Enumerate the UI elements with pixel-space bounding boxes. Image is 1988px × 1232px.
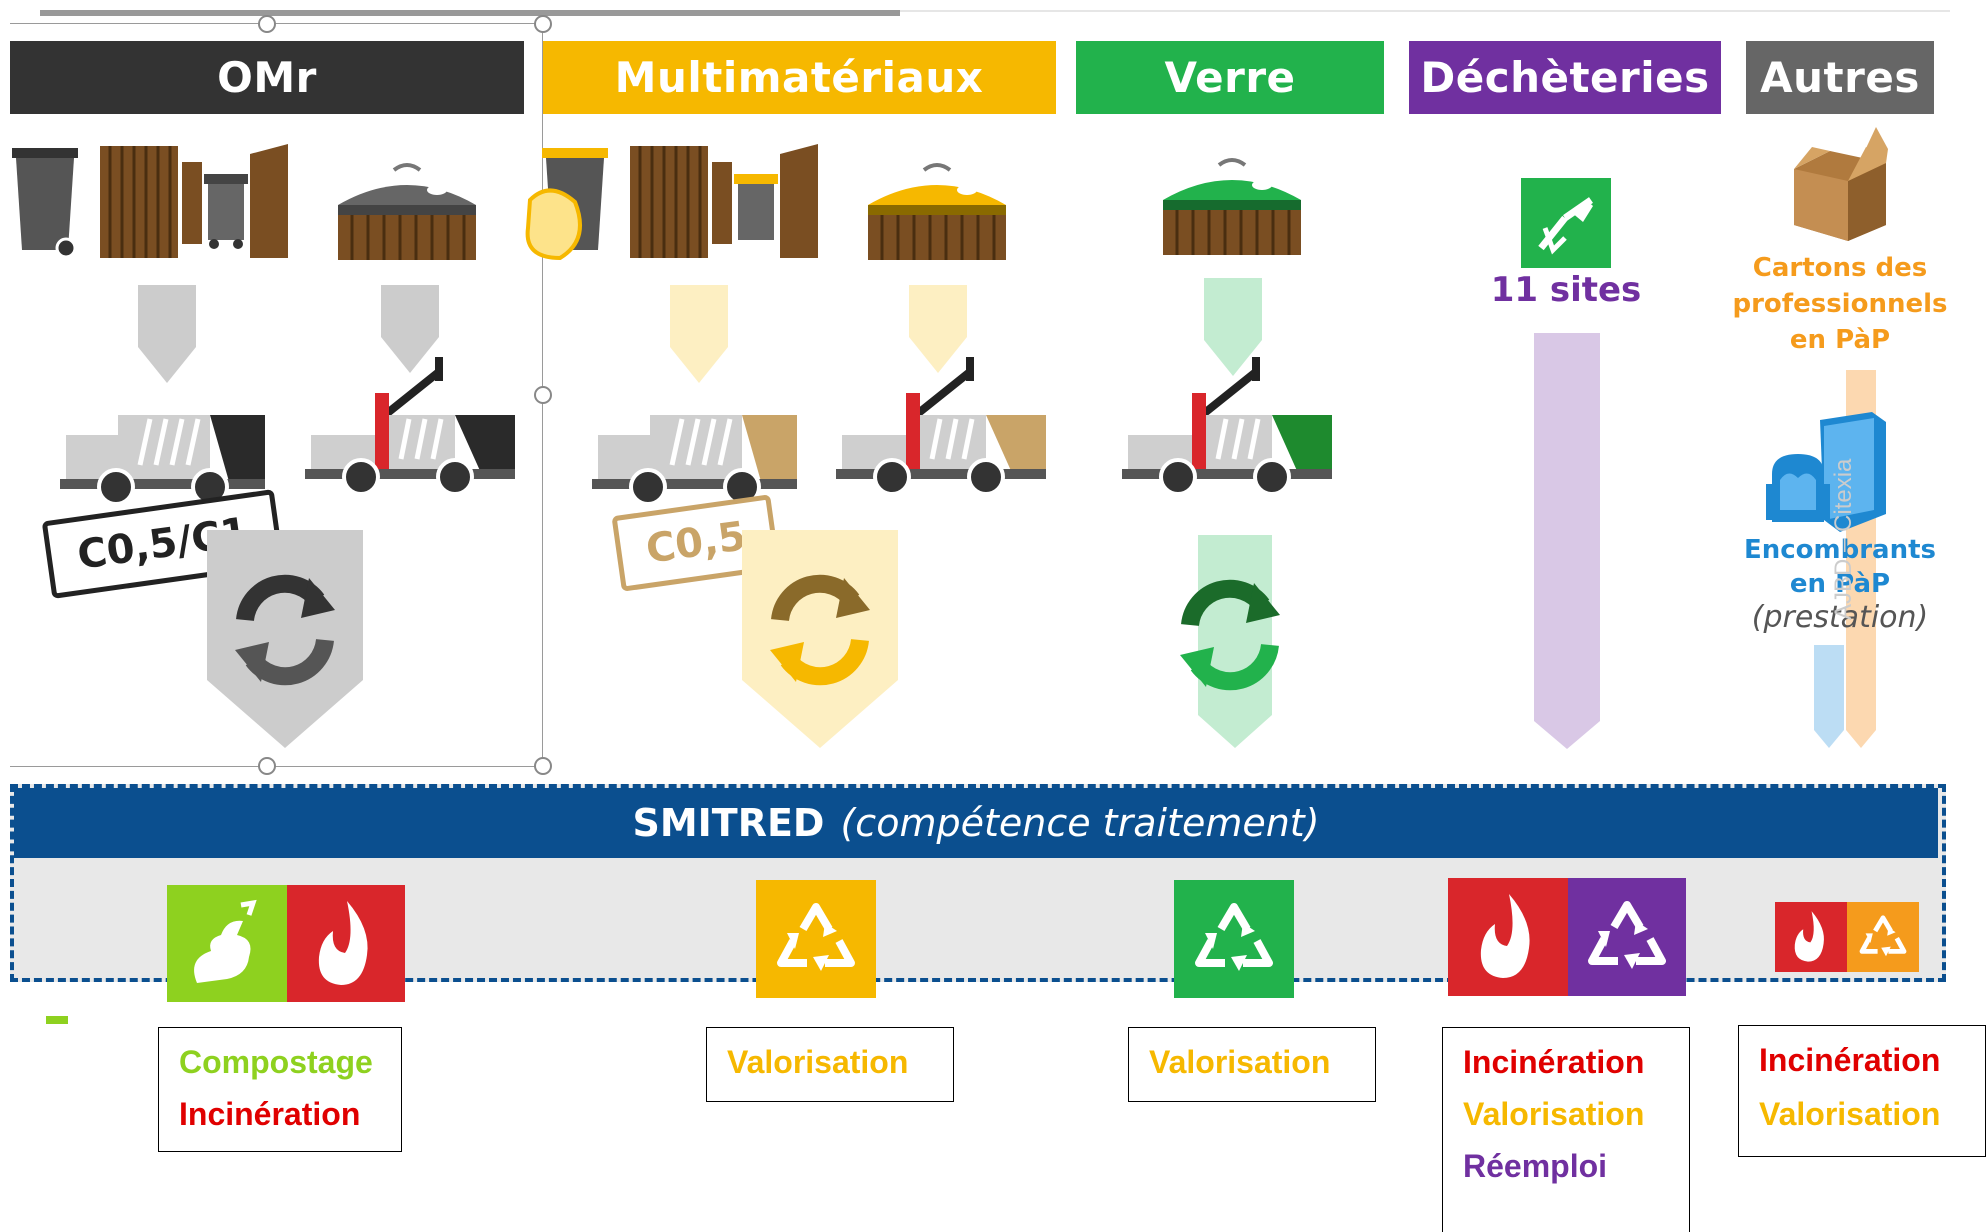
smitred-subtitle: (compétence traitement) <box>840 801 1320 845</box>
header-autres: Autres <box>1746 41 1934 114</box>
encombrants-line1: Encombrants <box>1743 535 1937 565</box>
outcome-incineration: Incinération <box>179 1096 361 1132</box>
cartons-label: Cartons des professionnels en PàP <box>1732 253 1948 355</box>
recycle-arrow-icon <box>207 530 363 748</box>
garbage-truck-icon <box>60 415 265 505</box>
outcome-box-omr[interactable]: Compostage Incinération <box>158 1027 402 1152</box>
fire-icon <box>1775 902 1847 972</box>
outcome-valorisation: Valorisation <box>1463 1096 1645 1132</box>
outcome-valorisation: Valorisation <box>1149 1044 1331 1080</box>
decheteries-sites-label: 11 sites <box>1490 270 1642 310</box>
encombrants-line2: en PàP <box>1789 569 1891 599</box>
down-arrow-icon <box>1534 333 1600 749</box>
fire-icon <box>1448 878 1568 996</box>
container-green-icon <box>1163 158 1301 255</box>
recycle-arrow-icon <box>1180 535 1280 748</box>
recycle-icon <box>756 880 876 998</box>
crane-truck-icon <box>836 357 1046 496</box>
outcome-reemploi: Réemploi <box>1463 1148 1608 1184</box>
down-arrow-icon <box>670 285 728 383</box>
recycle-arrow-icon <box>742 530 898 748</box>
watermark: AJBD – Citexia <box>1830 458 1857 620</box>
down-arrow-icon <box>138 285 196 383</box>
bins-icon <box>12 144 288 259</box>
recycle-icon <box>1174 880 1294 998</box>
encombrants-line3: (prestation) <box>1751 600 1929 635</box>
encombrants-label: Encombrants en PàP (prestation) <box>1720 533 1960 635</box>
recycle-icon <box>1847 902 1919 972</box>
bins-yellow-icon <box>525 144 818 261</box>
garbage-truck-icon <box>592 415 797 505</box>
header-omr: OMr <box>10 41 524 114</box>
crane-truck-icon <box>305 357 515 496</box>
outcome-incineration: Incinération <box>1463 1044 1645 1080</box>
compost-icon <box>167 885 287 1002</box>
down-arrow-icon <box>909 285 967 373</box>
header-multimateriaux: Multimatériaux <box>542 41 1056 114</box>
down-arrow-icon <box>1814 645 1844 748</box>
selection-handle[interactable] <box>534 15 552 33</box>
selection-handle[interactable] <box>534 757 552 775</box>
cardboard-box-icon <box>1794 127 1888 241</box>
outcome-box-decheteries[interactable]: Incinération Valorisation Réemploi <box>1442 1027 1690 1232</box>
outcome-valorisation: Valorisation <box>727 1044 909 1080</box>
top-title-fragment <box>40 0 900 16</box>
outcome-valorisation: Valorisation <box>1759 1096 1941 1132</box>
bulky-items-icon <box>1766 412 1886 532</box>
down-arrow-icon <box>381 285 439 373</box>
outcome-box-verre[interactable]: Valorisation <box>1128 1027 1376 1102</box>
container-yellow-icon <box>868 163 1006 260</box>
selection-handle[interactable] <box>258 757 276 775</box>
recycle-icon <box>1568 878 1686 996</box>
crane-truck-icon <box>1122 357 1332 496</box>
outcome-box-autres[interactable]: Incinération Valorisation <box>1738 1025 1986 1157</box>
outcome-box-multi[interactable]: Valorisation <box>706 1027 954 1102</box>
green-marker <box>46 1016 68 1024</box>
smitred-header: SMITRED (compétence traitement) <box>14 788 1938 858</box>
selection-handle[interactable] <box>534 386 552 404</box>
top-rule <box>900 10 1950 12</box>
selection-handle[interactable] <box>258 15 276 33</box>
smitred-name: SMITRED <box>632 801 825 845</box>
outcome-incineration: Incinération <box>1759 1042 1941 1078</box>
outcome-compostage: Compostage <box>179 1044 373 1080</box>
dechetterie-icon <box>1521 178 1611 268</box>
header-verre: Verre <box>1076 41 1384 114</box>
header-decheteries: Déchèteries <box>1409 41 1721 114</box>
down-arrow-icon <box>1204 278 1262 376</box>
fire-icon <box>287 885 405 1002</box>
container-icon <box>338 163 476 260</box>
